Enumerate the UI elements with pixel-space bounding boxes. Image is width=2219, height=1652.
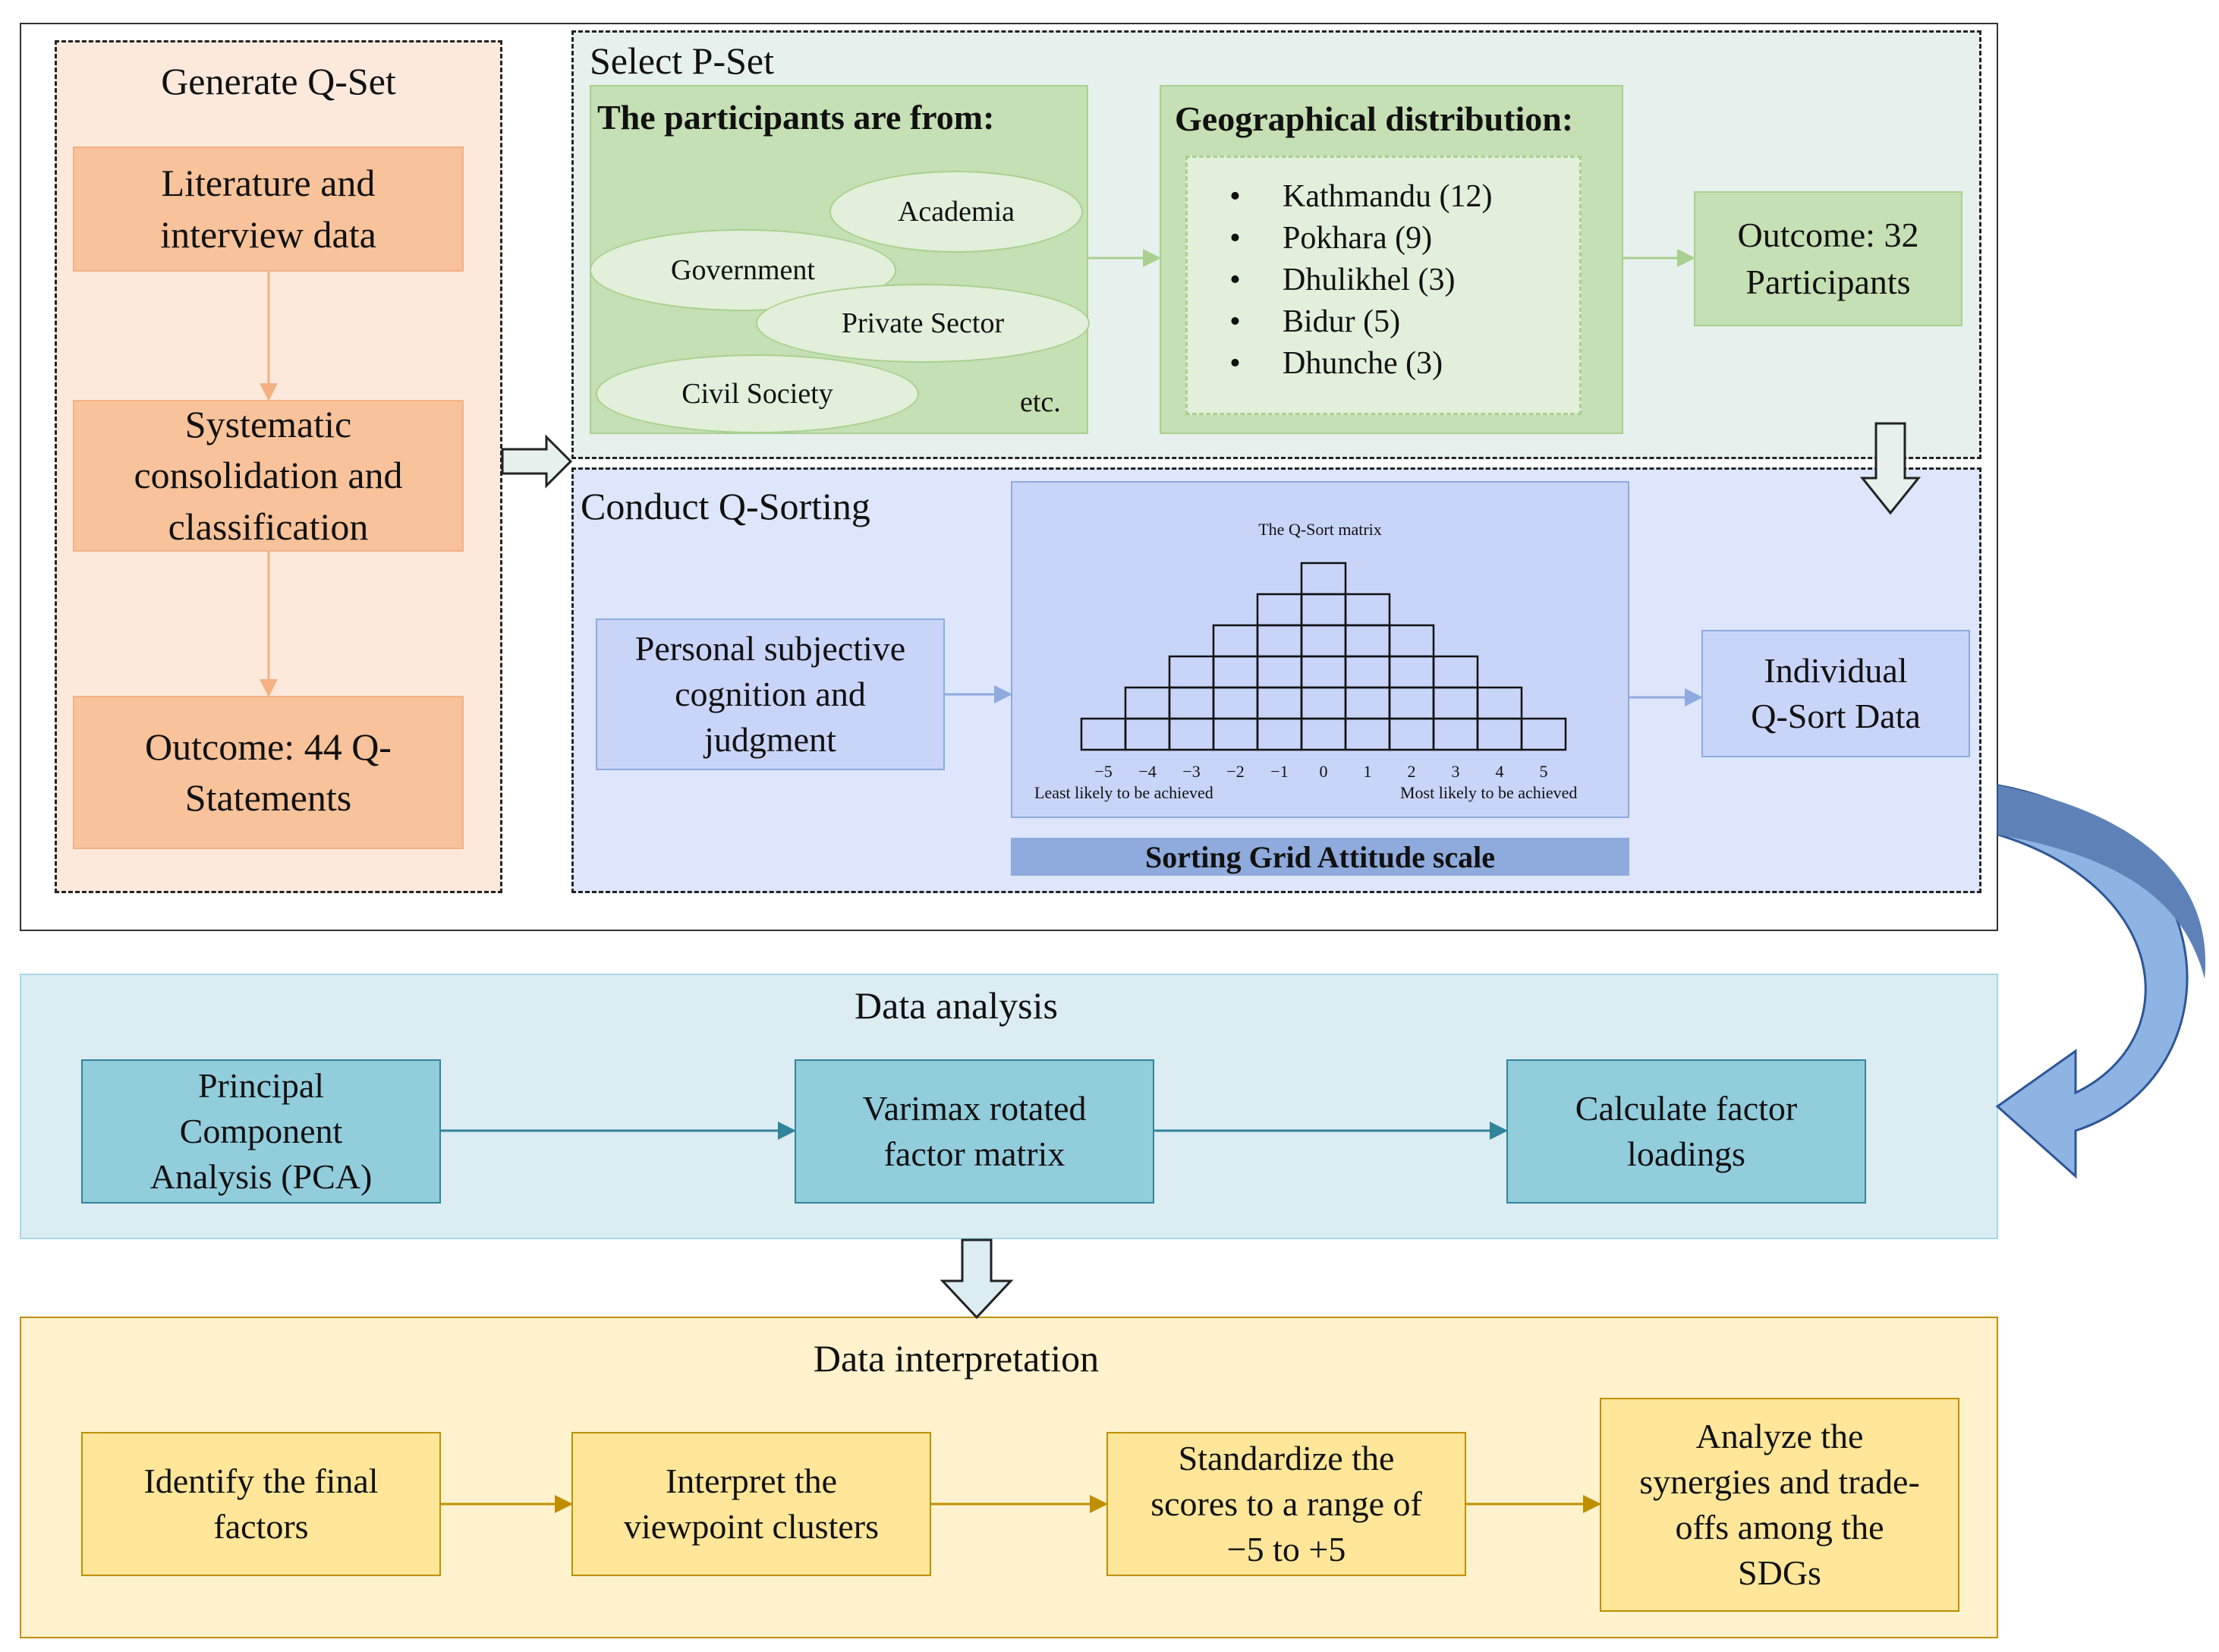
sorting-input: Personal subjective cognition and judgme… xyxy=(596,618,945,770)
qsort-scale-label: 1 xyxy=(1363,762,1372,781)
qsort-scale-label: −2 xyxy=(1226,762,1245,781)
qset-title: Generate Q-Set xyxy=(161,59,396,102)
qsort-matrix-title: The Q-Sort matrix xyxy=(1258,520,1382,539)
bullet-icon: • xyxy=(1229,221,1241,256)
sector-civil-society: Civil Society xyxy=(596,354,919,433)
pset-outcome: Outcome: 32 Participants xyxy=(1694,191,1962,326)
geo-item: • Kathmandu (12) xyxy=(1188,176,1579,218)
interp-step-standardize: Standardize the scores to a range of −5 … xyxy=(1106,1432,1466,1576)
analysis-title: Data analysis xyxy=(855,983,1058,1027)
least-likely-label: Least likely to be achieved xyxy=(1034,783,1213,802)
qset-outcome: Outcome: 44 Q- Statements xyxy=(73,696,464,849)
qsort-scale-label: 2 xyxy=(1407,762,1416,781)
bullet-icon: • xyxy=(1229,304,1241,339)
sector-government: Government xyxy=(590,229,896,311)
analysis-step-varimax: Varimax rotated factor matrix xyxy=(795,1059,1154,1204)
bullet-icon: • xyxy=(1229,179,1241,214)
geo-item: • Dhulikhel (3) xyxy=(1188,260,1579,301)
sorting-title: Conduct Q-Sorting xyxy=(581,485,870,527)
geo-item: • Pokhara (9) xyxy=(1188,218,1579,260)
analysis-step-pca: Principal Component Analysis (PCA) xyxy=(81,1059,441,1204)
qsort-scale-label: 5 xyxy=(1539,762,1548,781)
sorting-output: Individual Q-Sort Data xyxy=(1701,630,1970,757)
geo-item: • Dhunche (3) xyxy=(1188,343,1579,385)
sector-private: Private Sector xyxy=(756,284,1090,363)
top-stages-frame xyxy=(20,23,1998,931)
interp-step-analyze: Analyze the synergies and trade- offs am… xyxy=(1600,1398,1959,1612)
geo-item: • Bidur (5) xyxy=(1188,301,1579,343)
interpretation-title: Data interpretation xyxy=(813,1336,1100,1380)
pset-title: Select P-Set xyxy=(590,39,775,82)
qsort-scale-label: −5 xyxy=(1094,762,1113,781)
participants-heading: The participants are from: xyxy=(597,98,995,137)
sectors-etc: etc. xyxy=(1020,386,1061,418)
bullet-icon: • xyxy=(1229,346,1241,381)
interp-step-interpret: Interpret the viewpoint clusters xyxy=(571,1432,931,1576)
analysis-step-loadings: Calculate factor loadings xyxy=(1506,1059,1866,1204)
qsort-scale-label: −1 xyxy=(1270,762,1289,781)
qsort-scale-label: −3 xyxy=(1182,762,1201,781)
qsort-scale-label: 4 xyxy=(1495,762,1504,781)
qsort-scale-label: 3 xyxy=(1451,762,1460,781)
geo-heading: Geographical distribution: xyxy=(1175,99,1574,138)
geo-list: • Kathmandu (12) • Pokhara (9) • Dhulikh… xyxy=(1185,156,1582,415)
most-likely-label: Most likely to be achieved xyxy=(1400,783,1578,802)
qsort-scale-label: −4 xyxy=(1138,762,1157,781)
qsort-scale-label: 0 xyxy=(1319,762,1328,781)
bullet-icon: • xyxy=(1229,263,1241,297)
qset-step-literature: Literature and interview data xyxy=(73,146,464,272)
qset-step-consolidation: Systematic consolidation and classificat… xyxy=(73,400,464,552)
interp-step-identify: Identify the final factors xyxy=(81,1432,441,1576)
sector-academia: Academia xyxy=(829,171,1083,253)
sorting-scale-bar: Sorting Grid Attitude scale xyxy=(1011,838,1629,876)
